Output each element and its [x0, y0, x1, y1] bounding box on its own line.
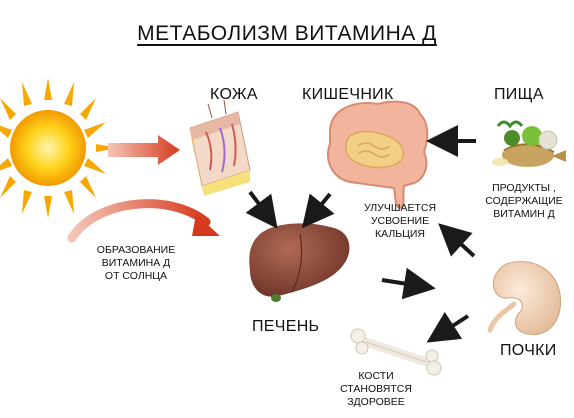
sun-icon	[0, 78, 118, 218]
skin-icon	[189, 99, 251, 196]
kidney-to-bone-arrow	[426, 311, 470, 343]
black-arrows	[245, 125, 476, 343]
note-line: ВИТАМИН Д	[493, 208, 555, 220]
sun-to-skin-arrow	[108, 135, 180, 165]
note-line: ПРОДУКТЫ ,	[492, 182, 556, 194]
note-line: КАЛЬЦИЯ	[374, 228, 426, 240]
liver-icon	[249, 223, 350, 302]
note-line: ЗДОРОВЕЕ	[347, 396, 405, 408]
label-skin: КОЖА	[210, 86, 258, 103]
note-sun-formation: ОБРАЗОВАНИЕ ВИТАМИНА Д ОТ СОЛНЦА	[88, 244, 184, 283]
note-line: УЛУЧШАЕТСЯ	[363, 202, 437, 214]
label-kidneys: ПОЧКИ	[500, 342, 557, 359]
note-bones: КОСТИ СТАНОВЯТСЯ ЗДОРОВЕЕ	[338, 370, 414, 409]
liver-to-kidney-arrow	[381, 267, 436, 300]
label-intestine: КИШЕЧНИК	[302, 86, 394, 103]
label-liver: ПЕЧЕНЬ	[252, 318, 320, 335]
food-icon	[492, 120, 566, 167]
note-line: ВИТАМИНА Д	[101, 257, 171, 269]
note-line: СТАНОВЯТСЯ	[340, 383, 412, 395]
note-line: УСВОЕНИЕ	[370, 215, 430, 227]
intestine-icon	[327, 100, 429, 210]
formation-curved-arrow	[67, 199, 220, 243]
note-line: ОТ СОЛНЦА	[104, 270, 168, 282]
note-line: СОДЕРЖАЩИЕ	[485, 195, 563, 207]
page-title: МЕТАБОЛИЗМ ВИТАМИНА Д	[137, 22, 437, 45]
kidney-to-calcium-arrow	[438, 223, 476, 258]
bone-icon	[350, 328, 442, 376]
note-calcium: УЛУЧШАЕТСЯ УСВОЕНИЕ КАЛЬЦИЯ	[362, 202, 438, 241]
skin-to-liver-arrow	[245, 190, 278, 229]
kidney-icon	[487, 261, 562, 336]
label-food: ПИЩА	[494, 86, 544, 103]
intestine-to-liver-arrow	[301, 192, 335, 229]
note-line: ОБРАЗОВАНИЕ	[96, 244, 176, 256]
note-food-products: ПРОДУКТЫ , СОДЕРЖАЩИЕ ВИТАМИН Д	[484, 182, 564, 221]
note-line: КОСТИ	[358, 370, 394, 382]
